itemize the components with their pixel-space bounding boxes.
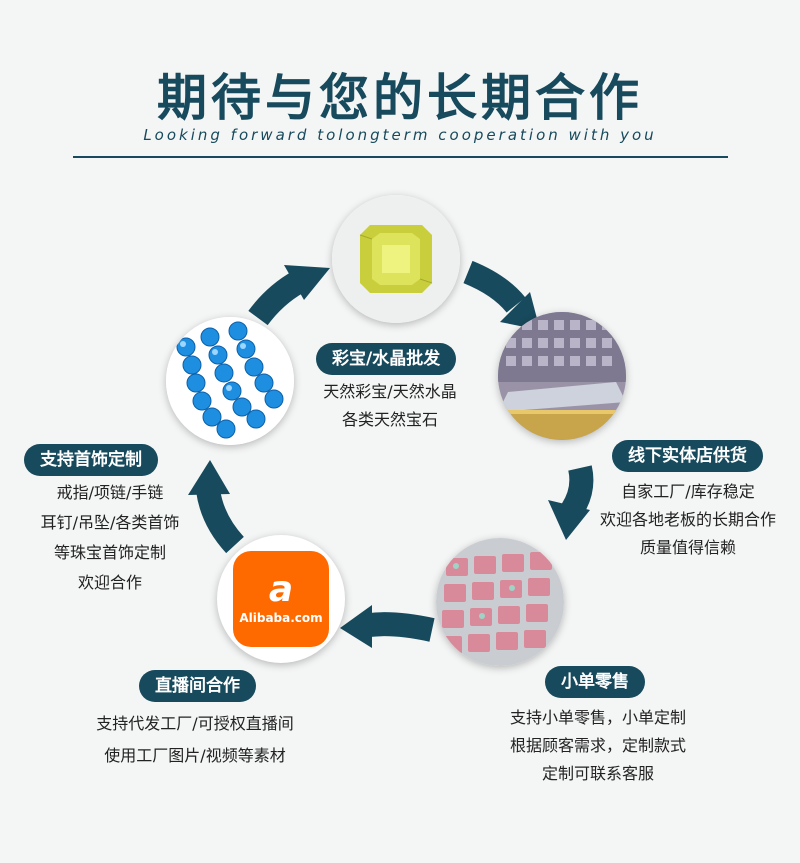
page-title: 期待与您的长期合作 <box>157 69 643 127</box>
step-label-wholesale: 彩宝/水晶批发 <box>316 343 457 375</box>
arrow-gem-to-store <box>463 260 526 313</box>
step-desc-small-retail: 支持小单零售，小单定制 根据顾客需求，定制款式 定制可联系客服 <box>488 704 708 788</box>
desc-line: 戒指/项链/手链 <box>56 483 164 502</box>
citrine-gem-icon <box>332 195 460 323</box>
arrow-head-store-to-tray <box>548 500 590 540</box>
arrow-alibaba-to-beads <box>196 487 245 554</box>
desc-line: 质量值得信赖 <box>639 538 736 557</box>
desc-line: 等珠宝首饰定制 <box>53 543 166 562</box>
gem-image <box>332 195 460 323</box>
desc-line: 支持小单零售，小单定制 <box>509 708 686 727</box>
desc-line: 根据顾客需求，定制款式 <box>509 736 686 755</box>
arrow-tray-to-alibaba <box>368 612 435 642</box>
step-label-offline-store: 线下实体店供货 <box>612 440 763 472</box>
title-divider <box>73 156 728 158</box>
tray-image <box>436 538 564 666</box>
desc-line: 欢迎合作 <box>77 573 142 592</box>
step-desc-wholesale: 天然彩宝/天然水晶 各类天然宝石 <box>300 378 480 434</box>
step-desc-offline-store: 自家工厂/库存稳定 欢迎各地老板的长期合作 质量值得信赖 <box>578 478 798 562</box>
alibaba-glyph: a <box>268 569 294 610</box>
alibaba-logo-icon: a Alibaba.com <box>233 551 329 647</box>
step-desc-livestream: 支持代发工厂/可授权直播间 使用工厂图片/视频等素材 <box>70 708 320 772</box>
arrow-head-tray-to-alibaba <box>340 605 372 648</box>
arrow-head-beads-to-gem <box>284 265 330 300</box>
jewelry-tray-icon <box>436 538 564 666</box>
step-label-custom-jewelry: 支持首饰定制 <box>24 444 158 476</box>
desc-line: 自家工厂/库存稳定 <box>621 482 755 501</box>
beads-image <box>166 317 294 445</box>
step-label-small-retail: 小单零售 <box>545 666 645 698</box>
alibaba-brand-text: Alibaba.com <box>239 611 323 625</box>
desc-line: 支持代发工厂/可授权直播间 <box>96 714 294 733</box>
page-subtitle: Looking forward tolongterm cooperation w… <box>143 126 657 144</box>
store-showcase-icon <box>498 312 626 440</box>
desc-line: 定制可联系客服 <box>541 764 654 783</box>
blue-bead-bracelet-icon <box>166 317 294 445</box>
step-desc-custom-jewelry: 戒指/项链/手链 耳钉/吊坠/各类首饰 等珠宝首饰定制 欢迎合作 <box>10 478 210 598</box>
desc-line: 各类天然宝石 <box>341 410 438 429</box>
desc-line: 使用工厂图片/视频等素材 <box>104 746 286 765</box>
arrow-beads-to-gem <box>248 271 305 326</box>
store-image <box>498 312 626 440</box>
arrow-head-alibaba-to-beads <box>188 460 230 495</box>
step-label-livestream: 直播间合作 <box>139 670 256 702</box>
desc-line: 耳钉/吊坠/各类首饰 <box>40 513 180 532</box>
desc-line: 天然彩宝/天然水晶 <box>323 382 457 401</box>
desc-line: 欢迎各地老板的长期合作 <box>599 510 776 529</box>
